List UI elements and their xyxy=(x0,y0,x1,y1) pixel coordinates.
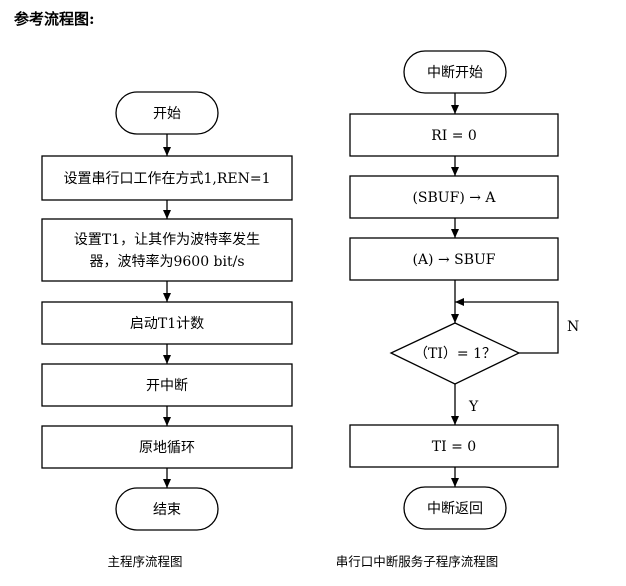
isr-decision-ti-label: （TI）= 1？ xyxy=(414,346,496,362)
isr-loop-no-arrow xyxy=(455,298,559,354)
main-step-timer-setup-line1: 设置T1，让其作为波特率发生 xyxy=(74,231,260,248)
main-step-serial-mode xyxy=(41,155,293,201)
isr-end-terminal xyxy=(403,486,507,530)
isr-step-clear-ri-label: RI = 0 xyxy=(431,128,477,144)
isr-step-write-sbuf xyxy=(349,237,559,281)
isr-step-read-sbuf xyxy=(349,175,559,219)
isr-step-clear-ti xyxy=(349,424,559,468)
isr-flowchart: 中断开始 RI = 0 (SBUF) → A (A) → SBUF （TI）= … xyxy=(336,50,579,569)
isr-label-yes: Y xyxy=(468,399,479,415)
main-step-idle-loop xyxy=(41,425,293,469)
page-heading: 参考流程图: xyxy=(14,10,95,28)
main-end-terminal xyxy=(115,487,219,531)
main-start-label: 开始 xyxy=(153,106,181,122)
main-step-serial-mode-label: 设置串行口工作在方式1,REN=1 xyxy=(63,171,270,187)
main-flow-caption: 主程序流程图 xyxy=(107,554,182,569)
main-flowchart: 开始 设置串行口工作在方式1,REN=1 设置T1，让其作为波特率发生 器，波特… xyxy=(41,91,293,569)
main-step-start-timer xyxy=(41,301,293,345)
isr-flow-caption: 串行口中断服务子程序流程图 xyxy=(336,554,499,569)
main-step-enable-interrupt-label: 开中断 xyxy=(146,378,188,394)
main-step-start-timer-label: 启动T1计数 xyxy=(130,316,204,332)
main-step-enable-interrupt xyxy=(41,363,293,407)
main-step-timer-setup-line2: 器，波特率为9600 bit/s xyxy=(89,253,244,270)
main-step-timer-setup xyxy=(41,218,293,282)
isr-step-read-sbuf-label: (SBUF) → A xyxy=(412,190,496,206)
isr-end-label: 中断返回 xyxy=(427,501,483,517)
main-end-label: 结束 xyxy=(153,502,181,518)
isr-step-write-sbuf-label: (A) → SBUF xyxy=(412,252,495,268)
isr-step-clear-ti-label: TI = 0 xyxy=(432,439,476,455)
main-step-idle-loop-label: 原地循环 xyxy=(139,440,195,456)
isr-label-no: N xyxy=(567,319,579,335)
isr-start-label: 中断开始 xyxy=(427,65,483,81)
isr-step-clear-ri xyxy=(349,113,559,157)
